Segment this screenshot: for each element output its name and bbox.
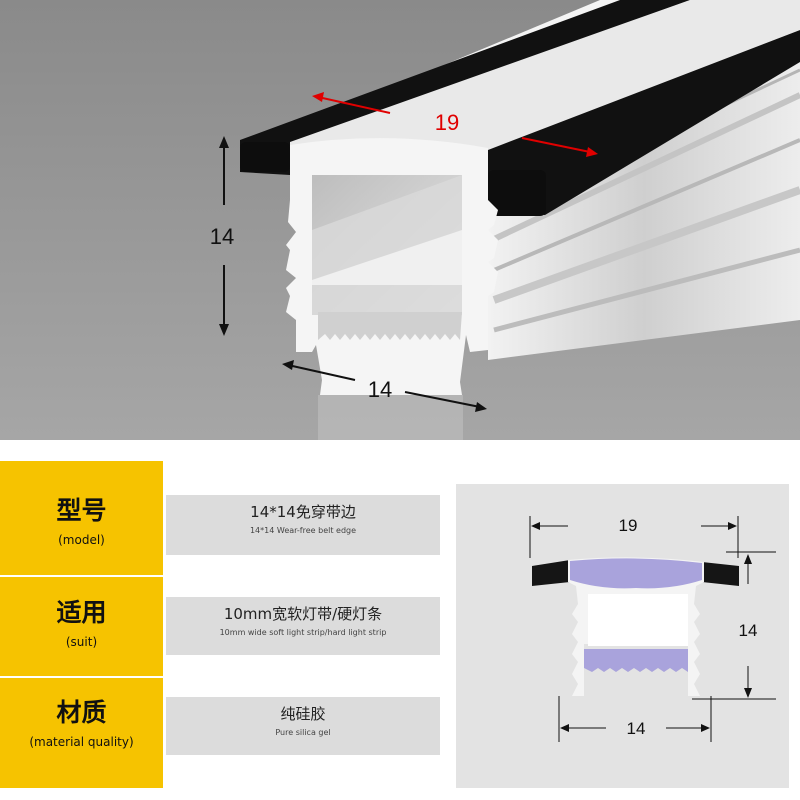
spec-divider — [0, 575, 163, 577]
diagram-top-label: 19 — [619, 516, 638, 535]
spec-model-value-en: 14*14 Wear-free belt edge — [249, 526, 357, 535]
spec-material-value-zh: 纯硅胶 — [280, 705, 326, 723]
spec-model-value-zh: 14*14免穿带边 — [250, 503, 356, 521]
cross-section-drawing: 19 14 14 — [456, 484, 789, 788]
diagram-right-label: 14 — [739, 621, 758, 640]
spec-divider — [0, 676, 163, 678]
hero-base-label: 14 — [368, 377, 392, 402]
profile-body — [240, 0, 800, 440]
diagram-profile — [532, 557, 739, 696]
hero-width-label: 19 — [435, 110, 459, 135]
profile-3d-illustration: 19 14 14 — [0, 0, 800, 440]
spec-material-label: 材质 (material quality) — [0, 698, 163, 750]
cross-section-diagram: 19 14 14 — [456, 484, 789, 788]
spec-material-label-zh: 材质 — [56, 698, 107, 727]
height-dimension: 14 — [210, 136, 234, 336]
spec-material-value-en: Pure silica gel — [275, 728, 331, 737]
right-wing — [488, 30, 800, 215]
top-width-dimension: 19 — [312, 92, 598, 157]
spec-suit-value: 10mm宽软灯带/硬灯条 10mm wide soft light strip/… — [166, 597, 440, 655]
spec-suit-label-zh: 适用 — [56, 598, 107, 627]
hero-height-label: 14 — [210, 224, 234, 249]
spec-suit-label: 适用 (suit) — [0, 598, 163, 650]
spec-model-value: 14*14免穿带边 14*14 Wear-free belt edge — [166, 495, 440, 555]
spec-suit-value-en: 10mm wide soft light strip/hard light st… — [219, 628, 387, 637]
spec-material-label-en: (material quality) — [29, 735, 134, 749]
base-width-dimension: 14 — [282, 360, 487, 412]
spec-model-label-en: (model) — [58, 533, 105, 547]
spec-model-label-zh: 型号 — [56, 496, 107, 525]
spec-model-label: 型号 (model) — [0, 496, 163, 548]
diagram-bottom-label: 14 — [627, 719, 646, 738]
spec-label-column — [0, 461, 163, 788]
product-render: 19 14 14 — [0, 0, 800, 440]
spec-suit-value-zh: 10mm宽软灯带/硬灯条 — [223, 605, 383, 623]
spec-suit-label-en: (suit) — [65, 635, 98, 649]
spec-material-value: 纯硅胶 Pure silica gel — [166, 697, 440, 755]
